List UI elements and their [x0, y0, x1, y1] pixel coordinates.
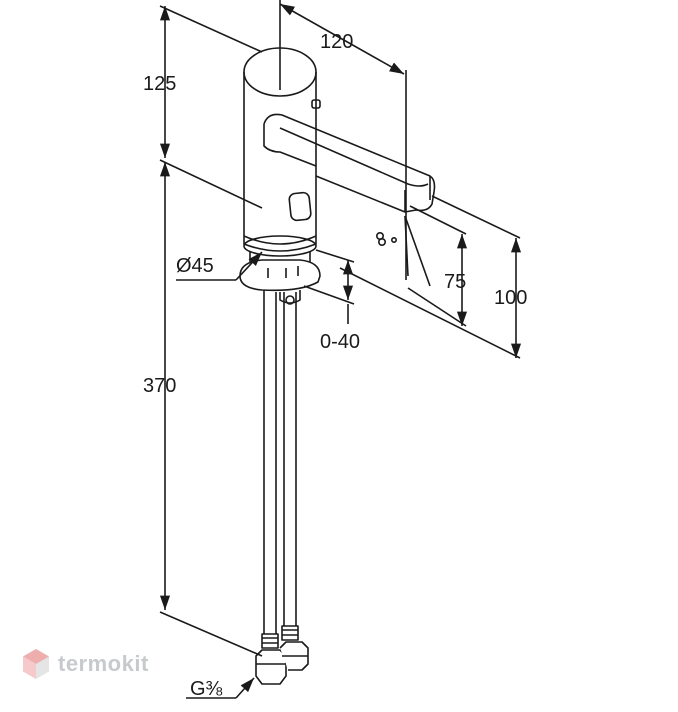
dim-label-diameter: Ø45 — [176, 255, 214, 277]
dim-label-125: 125 — [143, 73, 176, 95]
dim-diameter-leader — [176, 251, 263, 281]
dim-thread-leader — [186, 677, 255, 699]
dim-label-370: 370 — [143, 375, 176, 397]
termokit-watermark: termokit — [22, 648, 149, 680]
termokit-logo-icon — [23, 649, 49, 679]
dim-125-lines — [159, 5, 263, 209]
spout — [263, 113, 436, 213]
dim-label-thread: G⅜ — [190, 678, 223, 700]
dim-75-100-lines — [339, 195, 522, 359]
mounting-flange — [239, 235, 321, 305]
dim-370-lines — [159, 162, 263, 657]
dim-label-75: 75 — [444, 271, 466, 293]
watermark-brand-text: termokit — [58, 651, 149, 676]
dim-0-40-lines — [303, 249, 355, 324]
faucet-body — [243, 47, 321, 245]
dim-label-0-40: 0-40 — [320, 331, 360, 353]
sensor-beam — [375, 215, 431, 287]
connection-hoses — [255, 290, 309, 685]
dim-label-100: 100 — [494, 287, 527, 309]
dim-label-120: 120 — [320, 31, 353, 53]
